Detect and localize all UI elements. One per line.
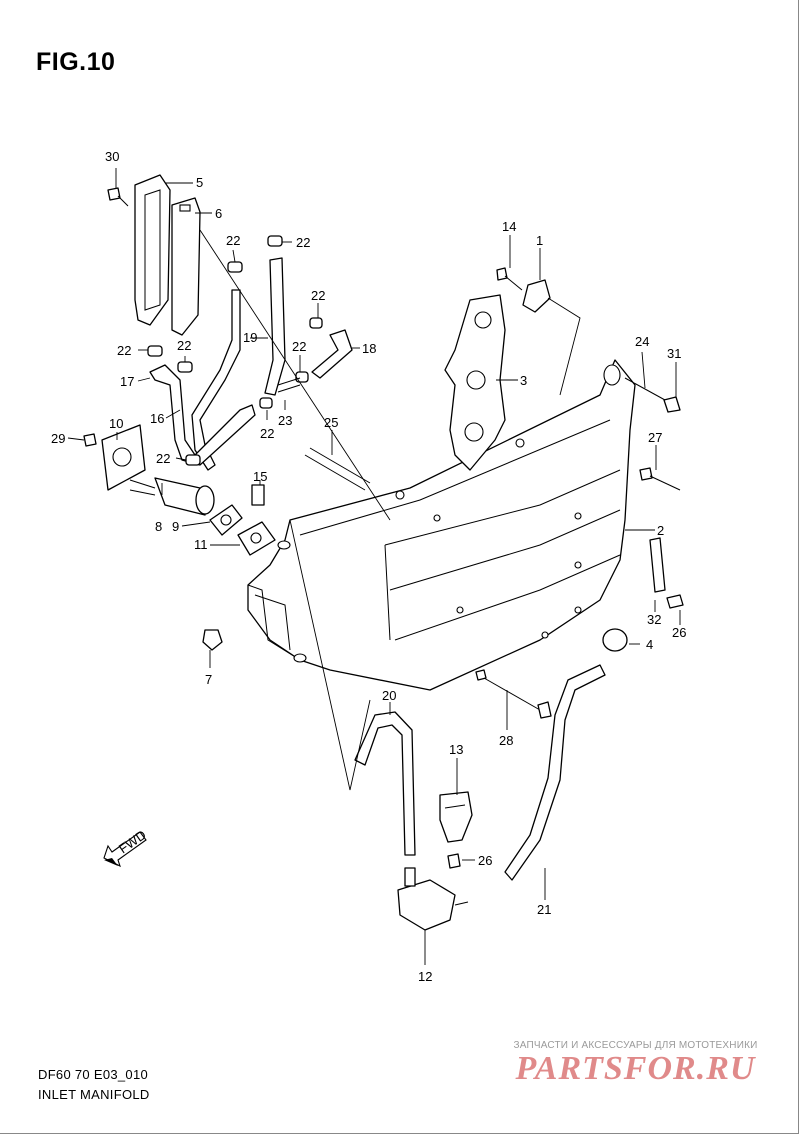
inlet-manifold — [247, 359, 636, 691]
callout-22-g: 22 — [260, 426, 274, 441]
callout-27: 27 — [648, 430, 662, 445]
hose-16 — [191, 289, 241, 471]
callout-31: 31 — [667, 346, 681, 361]
callout-25: 25 — [324, 415, 338, 430]
cover-plate — [134, 174, 171, 326]
callout-32: 32 — [647, 612, 661, 627]
pin-7 — [202, 629, 223, 651]
callout-22-h: 22 — [156, 451, 170, 466]
callout-28: 28 — [499, 733, 513, 748]
callout-22-a: 22 — [226, 233, 240, 248]
watermark-brand: PARTSFOR.RU — [515, 1050, 756, 1087]
fwd-direction-arrow: FWD — [103, 827, 149, 868]
bracket-part — [522, 279, 551, 313]
callout-11: 11 — [194, 537, 208, 552]
callout-2: 2 — [657, 523, 664, 538]
watermark: ЗАПЧАСТИ И АКСЕССУАРЫ ДЛЯ МОТОТЕХНИКИ PA… — [488, 1040, 783, 1087]
callout-15: 15 — [253, 469, 267, 484]
callout-10: 10 — [109, 416, 123, 431]
callout-1: 1 — [536, 233, 543, 248]
callout-26-b: 26 — [478, 853, 492, 868]
diagram-name: INLET MANIFOLD — [38, 1087, 150, 1102]
callout-9: 9 — [172, 519, 179, 534]
callout-5: 5 — [196, 175, 203, 190]
leader-lines — [67, 168, 681, 965]
cap-4 — [602, 628, 628, 652]
mount-plate — [101, 424, 146, 491]
figure-title: FIG.10 — [36, 48, 116, 76]
callout-24: 24 — [635, 334, 649, 349]
callout-30: 30 — [105, 149, 119, 164]
hose-19 — [264, 257, 286, 396]
callout-8: 8 — [155, 519, 162, 534]
hose-20 — [354, 711, 416, 856]
callout-22-f: 22 — [292, 339, 306, 354]
callout-12: 12 — [418, 969, 432, 984]
callout-21: 21 — [537, 902, 551, 917]
callout-22-e: 22 — [177, 338, 191, 353]
callout-22-d: 22 — [117, 343, 131, 358]
hose-18 — [311, 329, 353, 379]
callout-23: 23 — [278, 413, 292, 428]
gasket-9 — [209, 504, 243, 536]
callout-19: 19 — [243, 330, 257, 345]
callout-26-a: 26 — [672, 625, 686, 640]
hose-17 — [149, 364, 256, 466]
bolts-and-studs — [83, 187, 684, 869]
callout-20: 20 — [382, 688, 396, 703]
callout-29: 29 — [51, 431, 65, 446]
callout-4: 4 — [646, 637, 653, 652]
manifold-gasket — [444, 294, 506, 471]
callout-14: 14 — [502, 219, 516, 234]
plug-15 — [251, 484, 265, 506]
watermark-tagline: ЗАПЧАСТИ И АКСЕССУАРЫ ДЛЯ МОТОТЕХНИКИ — [513, 1040, 758, 1051]
fwd-label: FWD — [116, 827, 149, 856]
callout-16: 16 — [150, 411, 164, 426]
hose-21 — [504, 664, 606, 881]
callout-6: 6 — [215, 206, 222, 221]
diagram-code: DF60 70 E03_010 — [38, 1067, 149, 1082]
clamp-13 — [439, 791, 473, 843]
callout-3: 3 — [520, 373, 527, 388]
gasket-11 — [237, 521, 276, 556]
solenoid-valve — [129, 477, 215, 516]
callout-7: 7 — [205, 672, 212, 687]
callout-numbers: 1 2 3 4 5 6 7 8 9 10 11 12 13 14 15 16 1… — [51, 149, 686, 984]
callout-22-c: 22 — [311, 288, 325, 303]
callout-22-b: 22 — [296, 235, 310, 250]
callout-17: 17 — [120, 374, 134, 389]
fuel-filter — [397, 867, 469, 931]
callout-13: 13 — [449, 742, 463, 757]
callout-18: 18 — [362, 341, 376, 356]
cover-gasket — [171, 197, 201, 336]
bracket-32 — [649, 537, 666, 593]
